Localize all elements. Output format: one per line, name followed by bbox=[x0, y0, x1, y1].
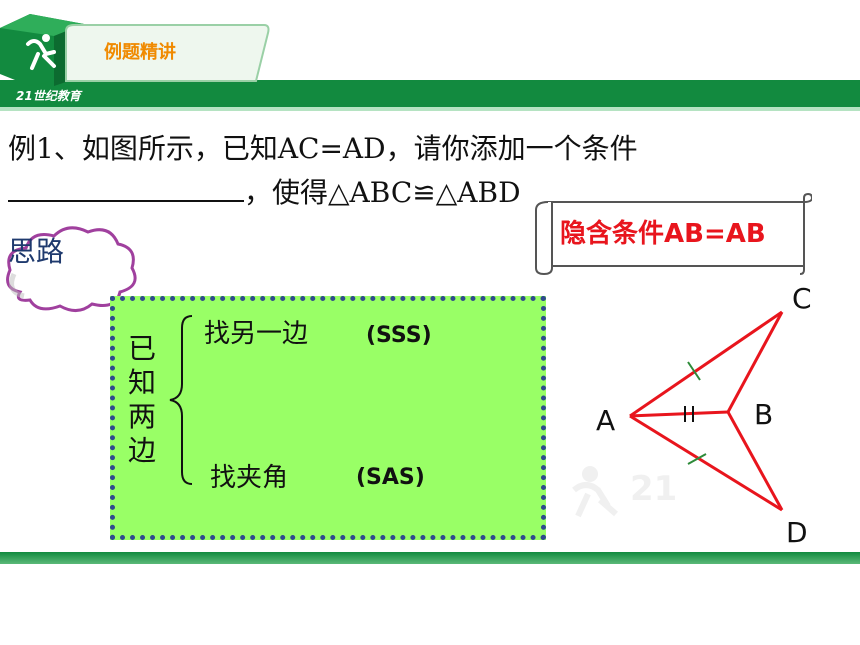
header-stripe bbox=[0, 107, 860, 111]
branch-1-method: (SSS) bbox=[366, 323, 432, 348]
point-label-d: D bbox=[786, 516, 808, 549]
problem-line-1: 例1、如图所示，已知AC=AD，请你添加一个条件 bbox=[8, 132, 638, 165]
known-char-2: 知 bbox=[127, 366, 156, 399]
point-label-b: B bbox=[754, 398, 774, 431]
point-label-a: A bbox=[596, 404, 616, 437]
known-char-1: 已 bbox=[127, 332, 156, 365]
branch-1-text: 找另一边 bbox=[204, 319, 309, 349]
hint-text: 隐含条件AB=AB bbox=[560, 219, 766, 249]
triangle-diagram bbox=[629, 310, 784, 512]
logo-text: 21世纪教育 bbox=[16, 89, 81, 103]
header-band bbox=[0, 80, 860, 107]
known-char-4: 边 bbox=[127, 434, 156, 467]
problem-line-2: ，使得△ABC≌△ABD bbox=[8, 170, 828, 214]
section-tab bbox=[65, 24, 270, 82]
problem-line-2-text: ，使得△ABC≌△ABD bbox=[244, 176, 521, 209]
problem-statement: 例1、如图所示，已知AC=AD，请你添加一个条件 ，使得△ABC≌△ABD bbox=[8, 128, 828, 214]
branch-2-method: (SAS) bbox=[356, 465, 425, 490]
cloud-shape bbox=[6, 226, 137, 312]
brace-icon bbox=[169, 315, 193, 485]
footer-band bbox=[0, 552, 860, 564]
cloud-label: 思路 bbox=[8, 235, 65, 268]
section-title: 例题精讲 bbox=[104, 42, 176, 63]
svg-text:21: 21 bbox=[630, 469, 677, 509]
watermark-logo: 21 bbox=[572, 466, 677, 518]
branch-2-text: 找夹角 bbox=[210, 463, 289, 493]
known-char-3: 两 bbox=[127, 400, 156, 433]
point-label-c: C bbox=[792, 282, 812, 315]
hint-scroll bbox=[535, 192, 812, 276]
answer-blank bbox=[8, 170, 244, 202]
